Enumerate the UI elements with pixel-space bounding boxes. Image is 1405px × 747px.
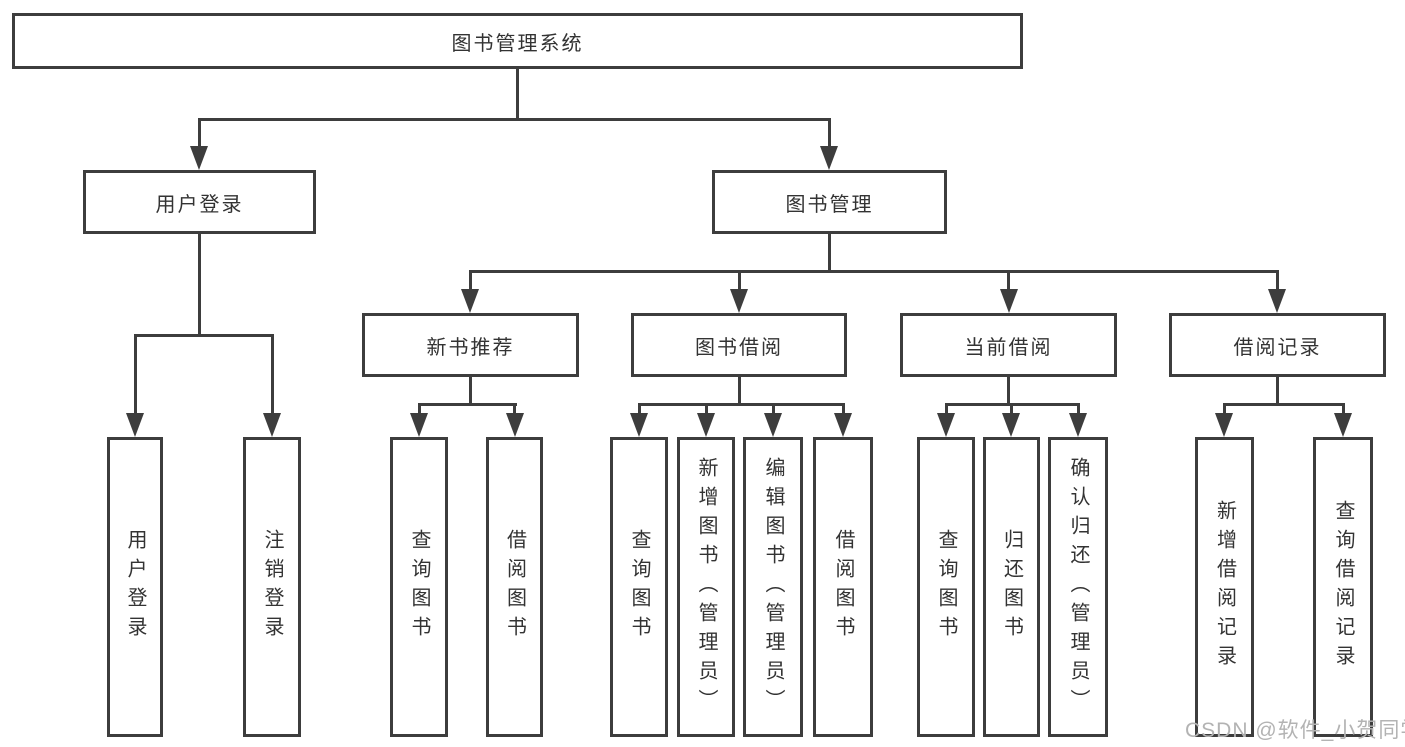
node-book-borrowing: 图书借阅	[631, 313, 847, 377]
leaf-query-books-borrowing-label: 查询图书	[628, 529, 650, 645]
connector-line	[704, 403, 708, 415]
node-borrowing-records-label: 借阅记录	[1233, 336, 1322, 359]
connector-line	[1276, 377, 1279, 405]
connector-line	[197, 234, 201, 336]
node-borrowing-records: 借阅记录	[1169, 313, 1386, 377]
leaf-edit-books-admin: 编辑图书（管理员）	[743, 437, 803, 737]
connector-line	[197, 118, 831, 121]
arrow-down-icon	[1069, 413, 1087, 437]
arrow-down-icon	[126, 413, 144, 437]
connector-line	[637, 403, 845, 406]
connector-line	[771, 403, 775, 415]
arrow-down-icon	[697, 413, 715, 437]
node-book-management-label: 图书管理	[785, 193, 874, 216]
connector-line	[133, 334, 137, 415]
arrow-down-icon	[820, 146, 838, 170]
leaf-borrow-books: 借阅图书	[813, 437, 873, 737]
connector-line	[515, 69, 519, 119]
leaf-query-books-current-label: 查询图书	[935, 529, 957, 645]
leaf-add-books-admin: 新增图书（管理员）	[677, 437, 735, 737]
leaf-add-borrow-record-label: 新增借阅记录	[1213, 500, 1236, 674]
leaf-edit-books-admin-label: 编辑图书（管理员）	[762, 456, 784, 718]
node-new-book-recommend-label: 新书推荐	[426, 336, 515, 359]
leaf-user-login: 用户登录	[107, 437, 163, 737]
connector-line	[737, 270, 741, 291]
connector-line	[1007, 270, 1010, 291]
node-new-book-recommend: 新书推荐	[362, 313, 579, 377]
node-user-login: 用户登录	[83, 170, 316, 234]
connector-line	[468, 270, 1279, 273]
node-user-login-label: 用户登录	[155, 193, 244, 216]
leaf-return-books-label: 归还图书	[1000, 529, 1023, 645]
connector-line	[468, 270, 472, 291]
arrow-down-icon	[764, 413, 782, 437]
leaf-query-books-borrowing: 查询图书	[610, 437, 668, 737]
arrow-down-icon	[461, 289, 479, 313]
arrow-down-icon	[410, 413, 428, 437]
connector-line	[133, 334, 274, 337]
leaf-query-books-recommend-label: 查询图书	[408, 529, 430, 645]
arrow-down-icon	[834, 413, 852, 437]
arrow-down-icon	[937, 413, 955, 437]
connector-line	[513, 403, 516, 415]
connector-line	[737, 377, 741, 405]
connector-line	[944, 403, 948, 415]
node-current-borrowing-label: 当前借阅	[964, 336, 1053, 359]
connector-line	[828, 118, 831, 148]
leaf-query-books-current: 查询图书	[917, 437, 975, 737]
leaf-add-books-admin-label: 新增图书（管理员）	[695, 456, 717, 718]
node-library-system-label: 图书管理系统	[451, 32, 584, 55]
connector-line	[1010, 403, 1013, 415]
connector-line	[1276, 270, 1279, 291]
leaf-confirm-return-admin: 确认归还（管理员）	[1048, 437, 1108, 737]
connector-line	[417, 403, 421, 415]
leaf-logout-label: 注销登录	[261, 529, 283, 645]
arrow-down-icon	[630, 413, 648, 437]
arrow-down-icon	[1002, 413, 1020, 437]
connector-line	[828, 234, 831, 272]
node-library-system: 图书管理系统	[12, 13, 1023, 69]
connector-line	[841, 403, 845, 415]
arrow-down-icon	[730, 289, 748, 313]
connector-line	[1223, 403, 1226, 415]
arrow-down-icon	[1000, 289, 1018, 313]
arrow-down-icon	[1268, 289, 1286, 313]
connector-line	[637, 403, 641, 415]
node-current-borrowing: 当前借阅	[900, 313, 1117, 377]
connector-line	[270, 334, 274, 415]
leaf-borrow-books-recommend: 借阅图书	[486, 437, 543, 737]
node-book-borrowing-label: 图书借阅	[695, 336, 783, 359]
leaf-query-books-recommend: 查询图书	[390, 437, 448, 737]
arrow-down-icon	[505, 413, 524, 437]
leaf-borrow-books-recommend-label: 借阅图书	[503, 529, 526, 645]
leaf-return-books: 归还图书	[983, 437, 1040, 737]
connector-line	[1076, 403, 1080, 415]
leaf-logout: 注销登录	[243, 437, 301, 737]
leaf-query-borrow-record: 查询借阅记录	[1313, 437, 1373, 737]
arrow-down-icon	[190, 146, 208, 170]
leaf-add-borrow-record: 新增借阅记录	[1195, 437, 1254, 737]
leaf-query-borrow-record-label: 查询借阅记录	[1332, 500, 1354, 674]
connector-line	[197, 118, 201, 148]
arrow-down-icon	[263, 413, 281, 437]
connector-line	[1223, 403, 1345, 406]
leaf-borrow-books-label: 借阅图书	[832, 529, 854, 645]
connector-line	[417, 403, 517, 406]
connector-line	[1341, 403, 1345, 415]
connector-line	[468, 377, 472, 405]
arrow-down-icon	[1334, 413, 1352, 437]
watermark: CSDN @软件_小贺同学	[1185, 719, 1405, 742]
node-book-management: 图书管理	[712, 170, 947, 234]
arrow-down-icon	[1215, 413, 1233, 437]
leaf-user-login-label: 用户登录	[124, 529, 146, 645]
leaf-confirm-return-admin-label: 确认归还（管理员）	[1067, 456, 1089, 718]
connector-line	[1007, 377, 1010, 405]
